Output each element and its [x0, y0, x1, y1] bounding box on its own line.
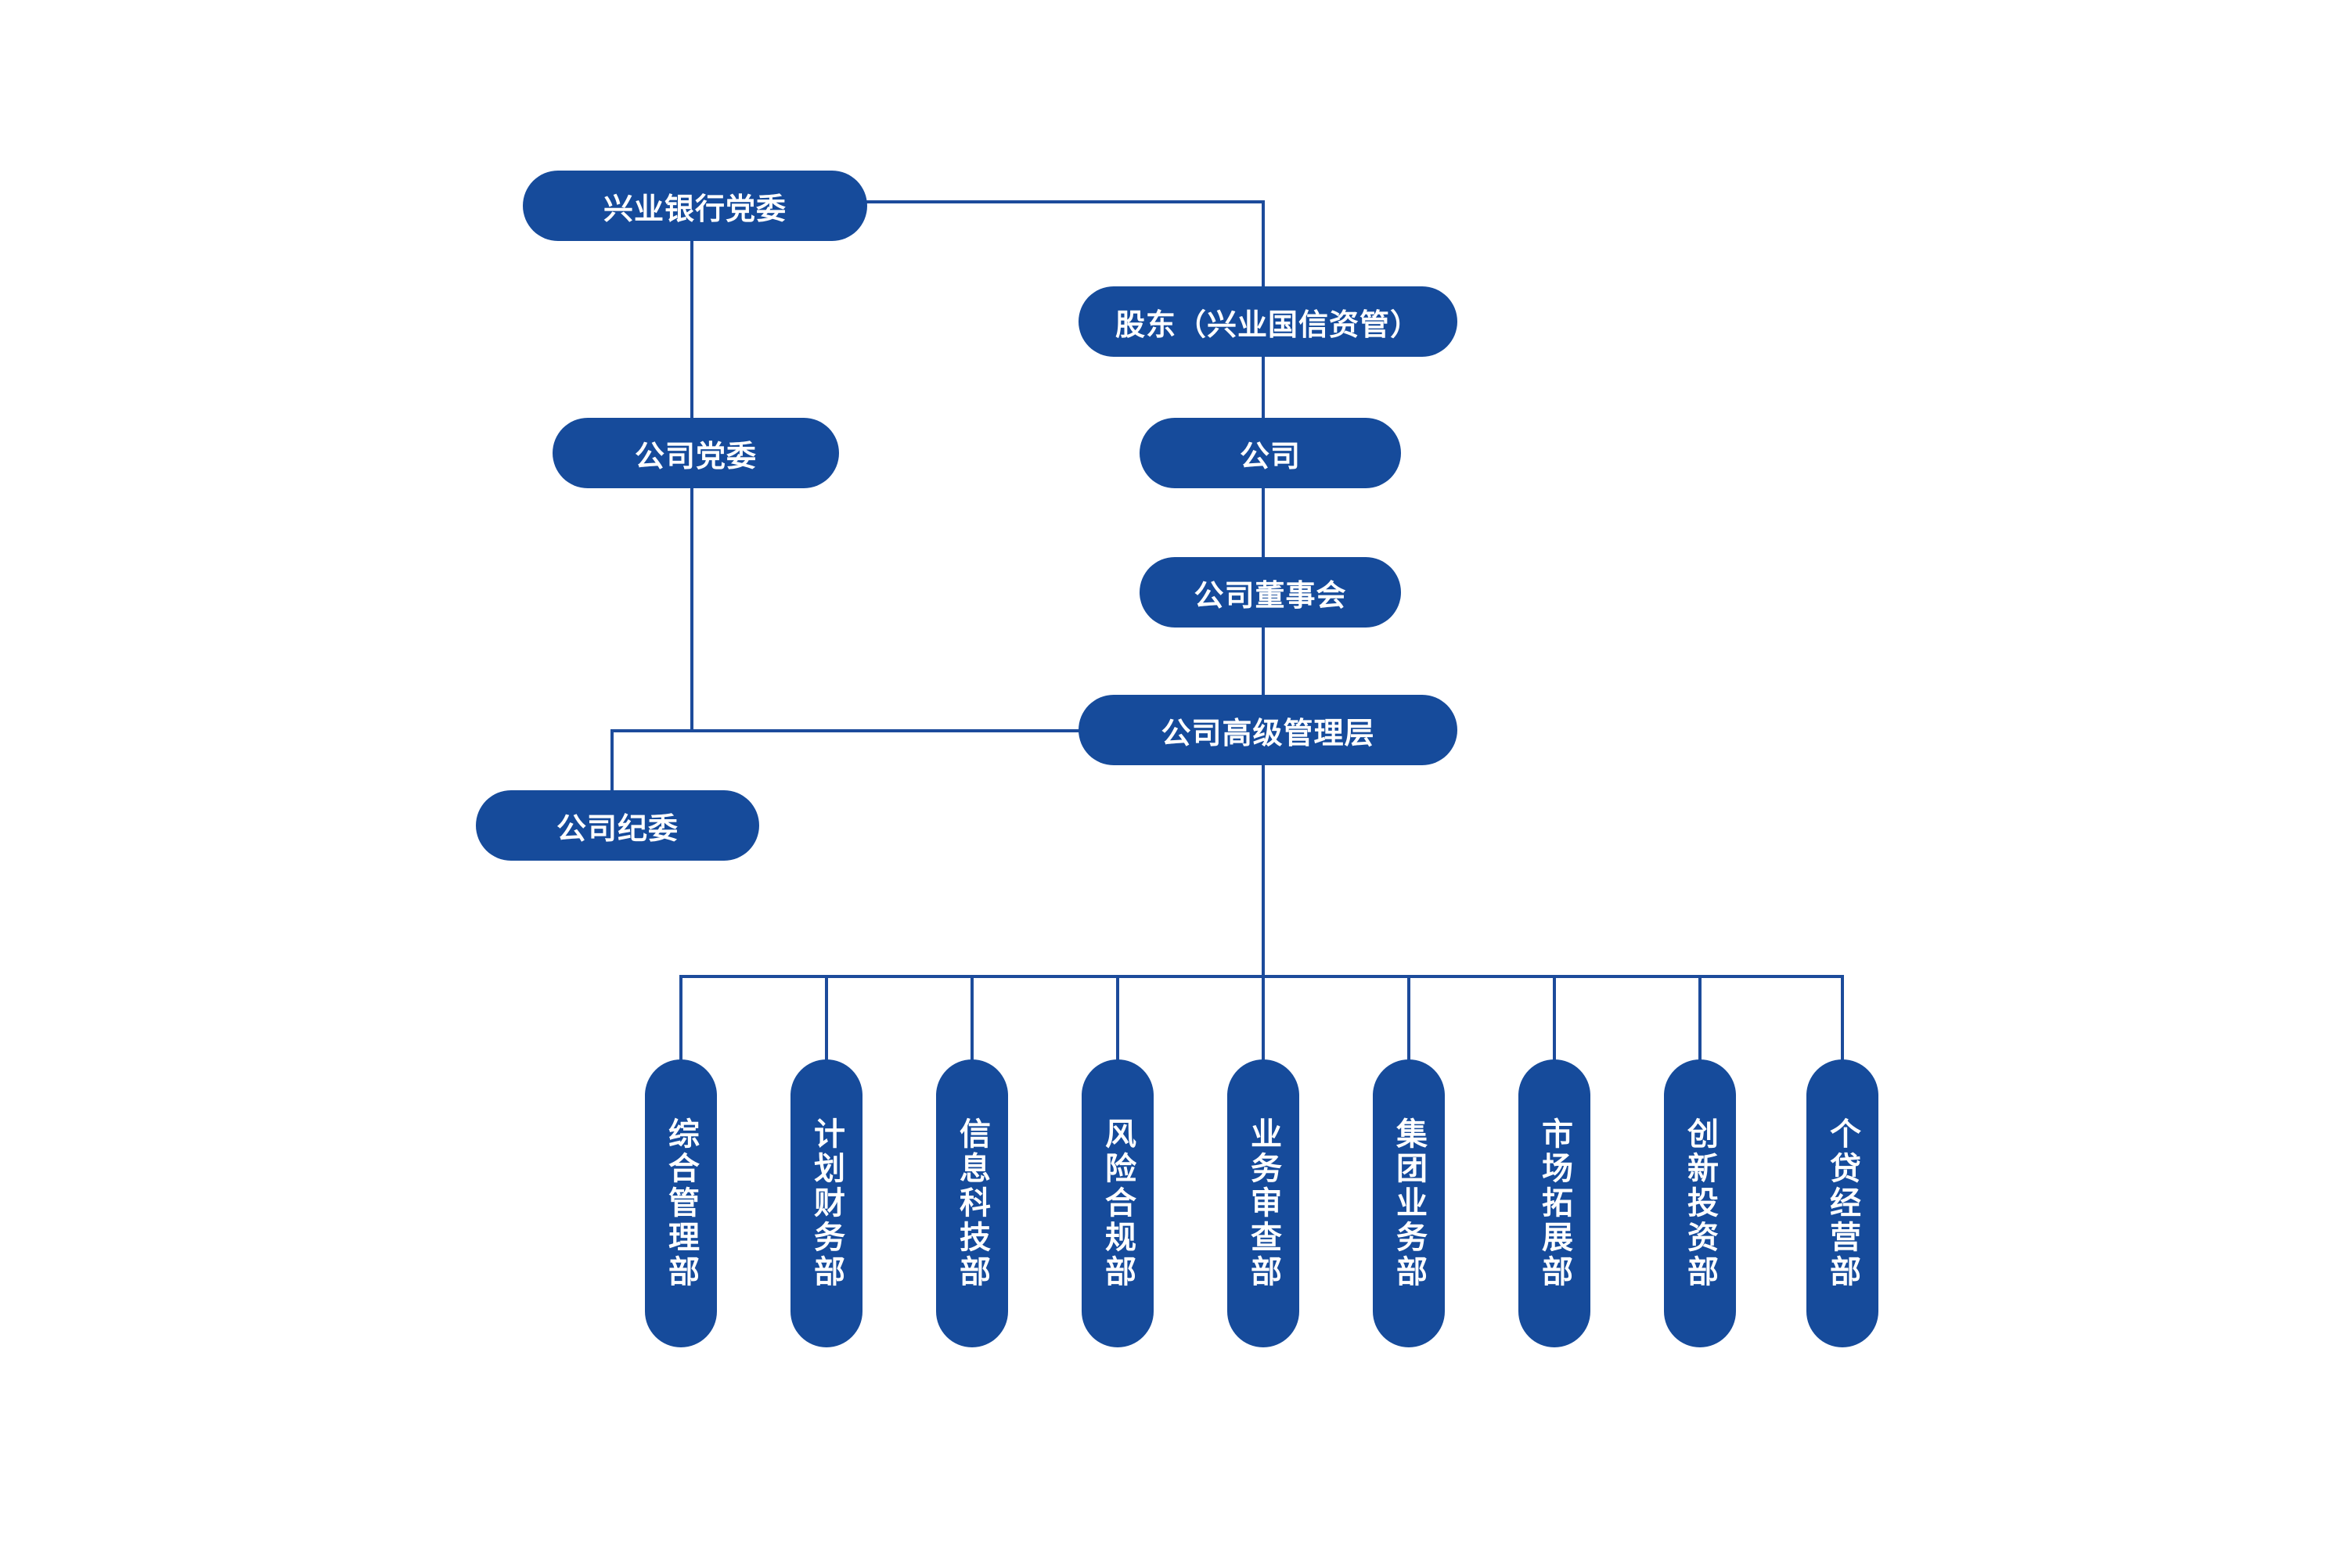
department-node: 市场拓展部	[1518, 1059, 1590, 1347]
department-node: 业务审查部	[1227, 1059, 1299, 1347]
department-node: 综合管理部	[645, 1059, 717, 1347]
department-node: 计划财务部	[790, 1059, 862, 1347]
department-node: 个贷经营部	[1806, 1059, 1878, 1347]
node-company: 公司	[1140, 418, 1401, 488]
department-node: 集团业务部	[1373, 1059, 1445, 1347]
node-discipline-committee: 公司纪委	[476, 790, 759, 861]
department-node: 创新投资部	[1664, 1059, 1736, 1347]
node-shareholder: 股东（兴业国信资管）	[1079, 286, 1457, 357]
department-node: 风险合规部	[1082, 1059, 1154, 1347]
department-node: 信息科技部	[936, 1059, 1008, 1347]
node-bank-party-committee: 兴业银行党委	[523, 171, 867, 241]
node-board-of-directors: 公司董事会	[1140, 557, 1401, 628]
node-company-party-committee: 公司党委	[553, 418, 839, 488]
node-senior-management: 公司高级管理层	[1079, 695, 1457, 765]
